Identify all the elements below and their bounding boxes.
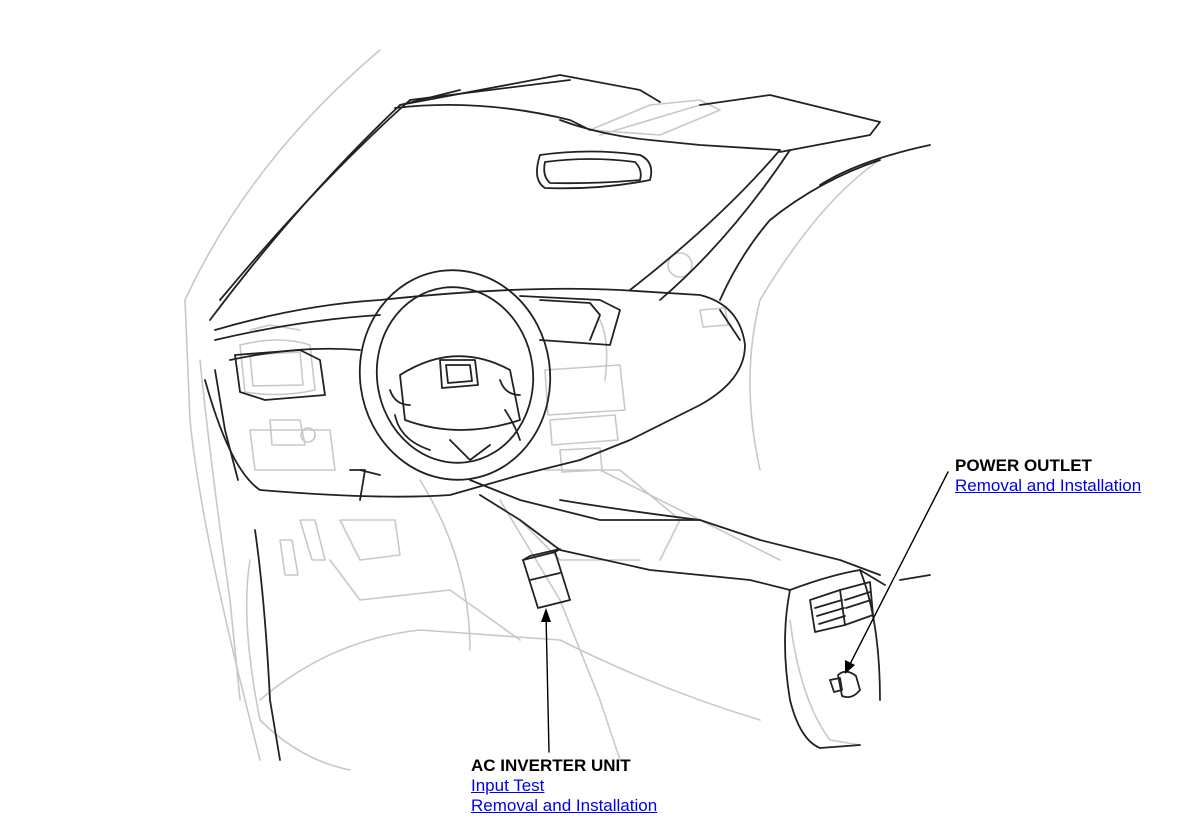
ac-inverter-leader	[545, 613, 550, 753]
ac-inverter-input-test-link[interactable]: Input Test	[471, 776, 545, 795]
power-outlet-callout: POWER OUTLET Removal and Installation	[955, 456, 1141, 496]
ac-inverter-arrowhead	[541, 608, 551, 622]
power-outlet-removal-link[interactable]: Removal and Installation	[955, 476, 1142, 495]
body-outline-dark	[204, 74, 931, 761]
leader-arrowheads	[541, 608, 855, 674]
power-outlet-title: POWER OUTLET	[955, 456, 1092, 475]
body-outline-light	[184, 49, 881, 771]
ac-inverter-removal-link[interactable]: Removal and Installation	[471, 796, 658, 815]
power-outlet-arrowhead	[845, 660, 855, 674]
power-outlet-leader	[847, 471, 949, 669]
ac-inverter-callout: AC INVERTER UNIT Input Test Removal and …	[471, 756, 657, 816]
leader-lines	[545, 471, 949, 753]
ac-inverter-title: AC INVERTER UNIT	[471, 756, 631, 775]
